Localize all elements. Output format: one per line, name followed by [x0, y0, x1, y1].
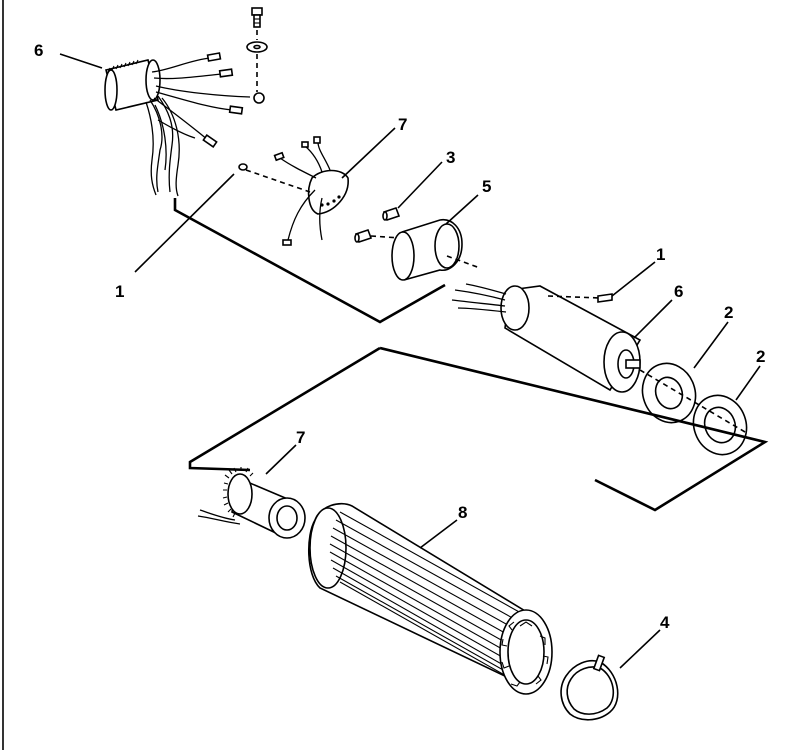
callout-1-left: 1: [115, 282, 124, 301]
callout-6-middle: 6: [674, 282, 683, 301]
top-screw-stack: [246, 7, 268, 92]
leader-lines: [59, 53, 761, 669]
callout-1-right: 1: [656, 245, 665, 264]
callout-5: 5: [482, 177, 491, 196]
snap-ring: [560, 654, 619, 721]
washer-upper: [641, 362, 697, 424]
callout-4: 4: [660, 613, 670, 632]
callout-2-upper: 2: [724, 303, 733, 322]
bracket-ring: [391, 219, 481, 281]
screw-part-3: [382, 206, 401, 222]
assembly-bracket-lines: [173, 198, 769, 512]
callout-3: 3: [446, 148, 455, 167]
callout-7-top: 7: [398, 115, 407, 134]
motor-cylinder: [451, 283, 642, 393]
callout-8: 8: [458, 503, 467, 522]
lower-bearing-gear: [197, 467, 306, 539]
callout-2-lower: 2: [756, 347, 765, 366]
upper-stator-assembly: [104, 52, 265, 197]
washer-axis-dash: [639, 369, 746, 433]
screw-part-3-lower: [354, 228, 401, 244]
callout-7-bottom: 7: [296, 428, 305, 447]
terminal-plate-assembly: [273, 136, 349, 246]
callout-6-top-left: 6: [34, 41, 43, 60]
stator-housing: [307, 502, 553, 695]
screw-part-1-left: [238, 163, 311, 193]
